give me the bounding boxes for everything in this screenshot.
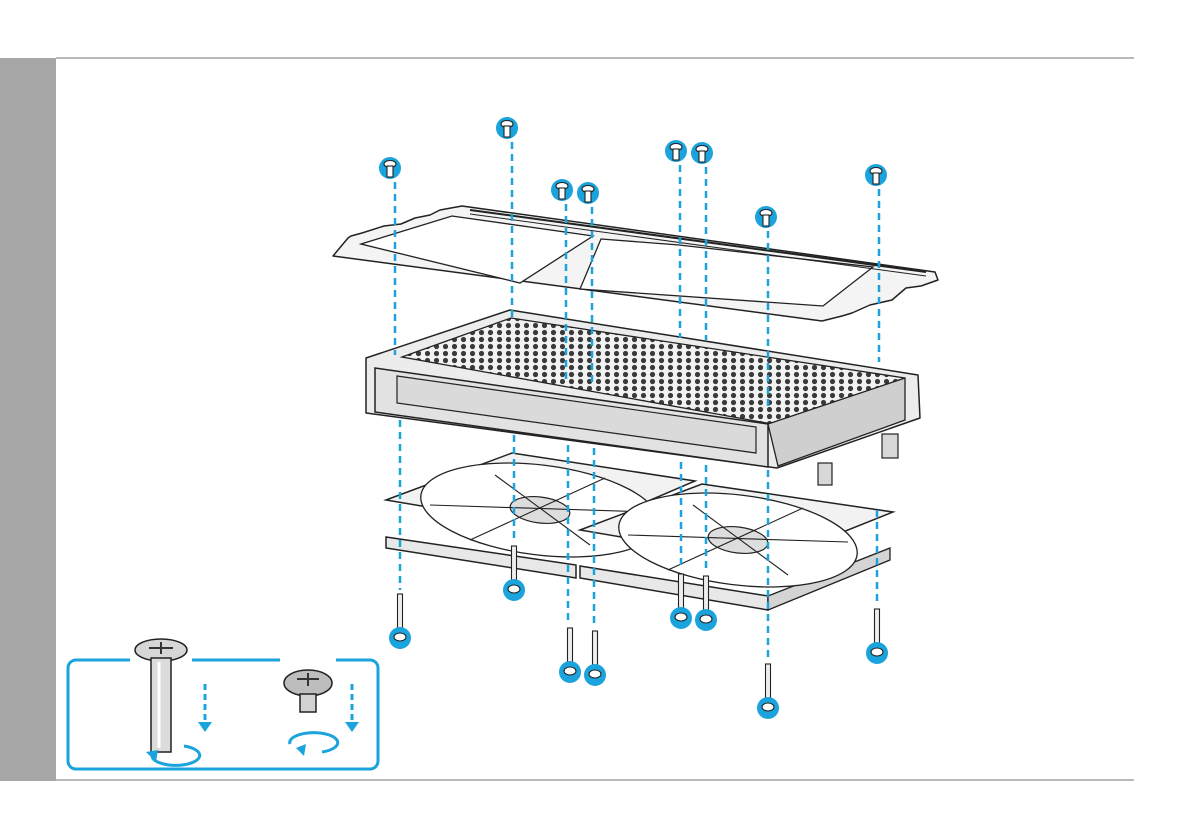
screw-marker-icon <box>389 594 411 649</box>
screw-marker-icon <box>755 206 777 228</box>
screw-marker-icon <box>577 182 599 204</box>
top-mounting-bracket <box>333 206 938 321</box>
screw-marker-icon <box>559 628 581 683</box>
screw-marker-icon <box>757 664 779 719</box>
screw-marker-icon <box>551 179 573 201</box>
screw-marker-icon <box>866 609 888 664</box>
screw-marker-icon <box>865 164 887 186</box>
screw-marker-icon <box>584 631 606 686</box>
screw-marker-icon <box>379 157 401 179</box>
legend-box <box>68 639 378 769</box>
radiator <box>366 310 920 485</box>
screw-marker-icon <box>691 142 713 164</box>
screw-marker-icon <box>496 117 518 139</box>
screw-marker-icon <box>665 140 687 162</box>
